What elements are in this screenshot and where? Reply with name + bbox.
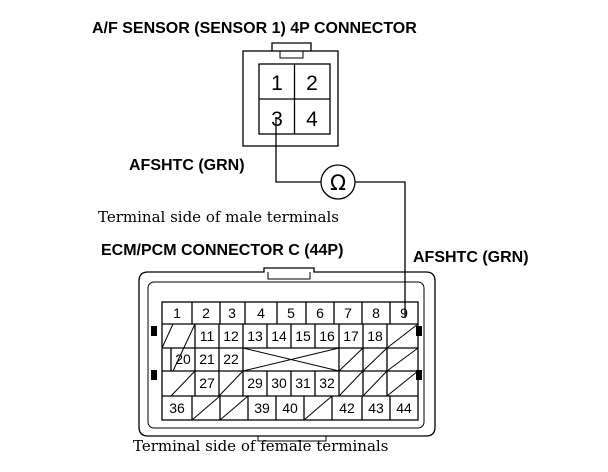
- test-lead-to-pin-9: [355, 181, 406, 318]
- wire-label-ecm-side: AFSHTC (GRN): [413, 249, 529, 266]
- ecm-pin-31: 31: [295, 375, 311, 391]
- left-lock-tab-upper: [151, 326, 157, 336]
- sensor-connector-shell: [242, 50, 339, 147]
- ecm-pin-5: 5: [287, 305, 295, 321]
- ecm-pin-12: 12: [223, 328, 239, 344]
- sensor-pin-2: 2: [306, 72, 318, 95]
- ecm-pin-6: 6: [316, 305, 324, 321]
- sensor-pin-3: 3: [271, 108, 283, 131]
- sensor-pin-1: 1: [271, 72, 283, 95]
- ecm-pin-22: 22: [223, 351, 239, 367]
- ecm-pin-42: 42: [339, 400, 355, 416]
- ecm-pin-30: 30: [271, 375, 287, 391]
- wire-label-sensor-side: AFSHTC (GRN): [129, 157, 245, 174]
- ecm-pin-4: 4: [257, 305, 265, 321]
- male-terminal-side-note: Terminal side of male terminals: [98, 208, 339, 226]
- ecm-connector-shell: [138, 267, 436, 437]
- sensor-4p-connector: 1 2 3 4: [242, 42, 339, 147]
- test-lead-from-pin-3: [275, 117, 321, 183]
- ecm-pin-40: 40: [282, 400, 298, 416]
- ecm-pin-16: 16: [319, 328, 335, 344]
- sensor-connector-title: A/F SENSOR (SENSOR 1) 4P CONNECTOR: [92, 20, 417, 37]
- sensor-pin-4: 4: [306, 108, 318, 131]
- ecm-pin-29: 29: [247, 375, 263, 391]
- ecm-pin-15: 15: [295, 328, 311, 344]
- ecm-pin-18: 18: [367, 328, 383, 344]
- ecm-connector-title: ECM/PCM CONNECTOR C (44P): [101, 242, 343, 259]
- ecm-pin-32: 32: [319, 375, 335, 391]
- ecm-pin-2: 2: [202, 305, 210, 321]
- ecm-pin-44: 44: [396, 400, 412, 416]
- ecm-pin-39: 39: [254, 400, 270, 416]
- ohmmeter-test-lead: Ω: [275, 117, 406, 318]
- unused-cavity-marks: [161, 323, 419, 421]
- ecm-pin-27: 27: [199, 375, 215, 391]
- ecm-connector-bottom-key: [257, 436, 327, 442]
- female-terminal-side-note: Terminal side of female terminals: [133, 437, 388, 455]
- ecm-pin-36: 36: [169, 400, 185, 416]
- ecm-pin-3: 3: [228, 305, 236, 321]
- ecm-pin-20: 20: [175, 351, 191, 367]
- ohm-symbol: Ω: [330, 171, 346, 195]
- ecm-pin-1: 1: [173, 305, 181, 321]
- ecm-pin-grid: [161, 301, 419, 421]
- right-lock-tab-upper: [416, 326, 422, 336]
- ecm-pin-11: 11: [200, 328, 215, 344]
- ecm-pin-14: 14: [271, 328, 287, 344]
- ecm-pin-9: 9: [400, 305, 408, 321]
- ecm-pin-43: 43: [368, 400, 384, 416]
- sensor-connector-latch: [271, 42, 312, 51]
- ecm-pin-13: 13: [247, 328, 263, 344]
- ecm-44p-connector: 1 2 3 4 5 6 7 8 9 11 12 13 14 15 16 17 1…: [138, 267, 436, 442]
- left-lock-tab-lower: [151, 370, 157, 380]
- right-lock-tab-lower: [416, 370, 422, 380]
- ecm-pin-21: 21: [199, 351, 215, 367]
- ecm-pin-17: 17: [343, 328, 359, 344]
- ecm-connector-inner-frame: [147, 281, 425, 429]
- ecm-pin-7: 7: [344, 305, 352, 321]
- ecm-pin-8: 8: [372, 305, 380, 321]
